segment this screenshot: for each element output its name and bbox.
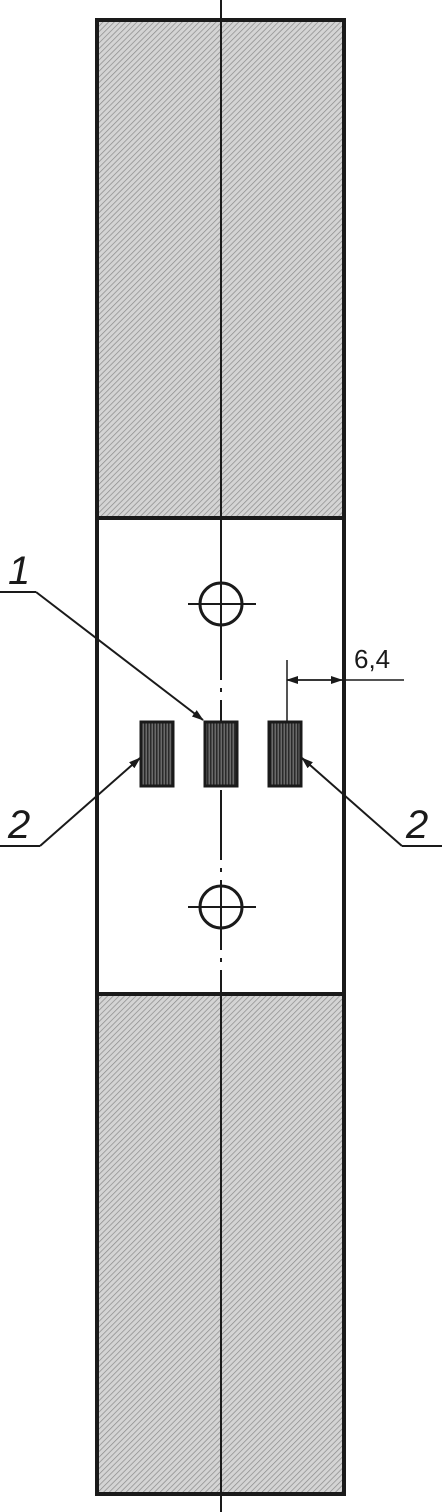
callout-2-left-label: 2 <box>7 803 30 847</box>
dimension-spacing-label: 6,4 <box>354 644 390 674</box>
callout-2-right-label: 2 <box>405 803 428 847</box>
side-gauge-left <box>139 720 175 788</box>
callout-2-left: 2 <box>0 757 141 847</box>
lower-hole-mark <box>188 883 256 931</box>
callout-1: 1 <box>0 549 204 721</box>
callout-2-right: 2 <box>301 757 442 847</box>
side-gauge-right <box>267 720 303 788</box>
upper-hole-mark <box>188 580 256 628</box>
callout-1-label: 1 <box>8 549 30 593</box>
dimension-spacing: 6,4 <box>286 644 404 722</box>
center-gauge <box>203 720 239 788</box>
